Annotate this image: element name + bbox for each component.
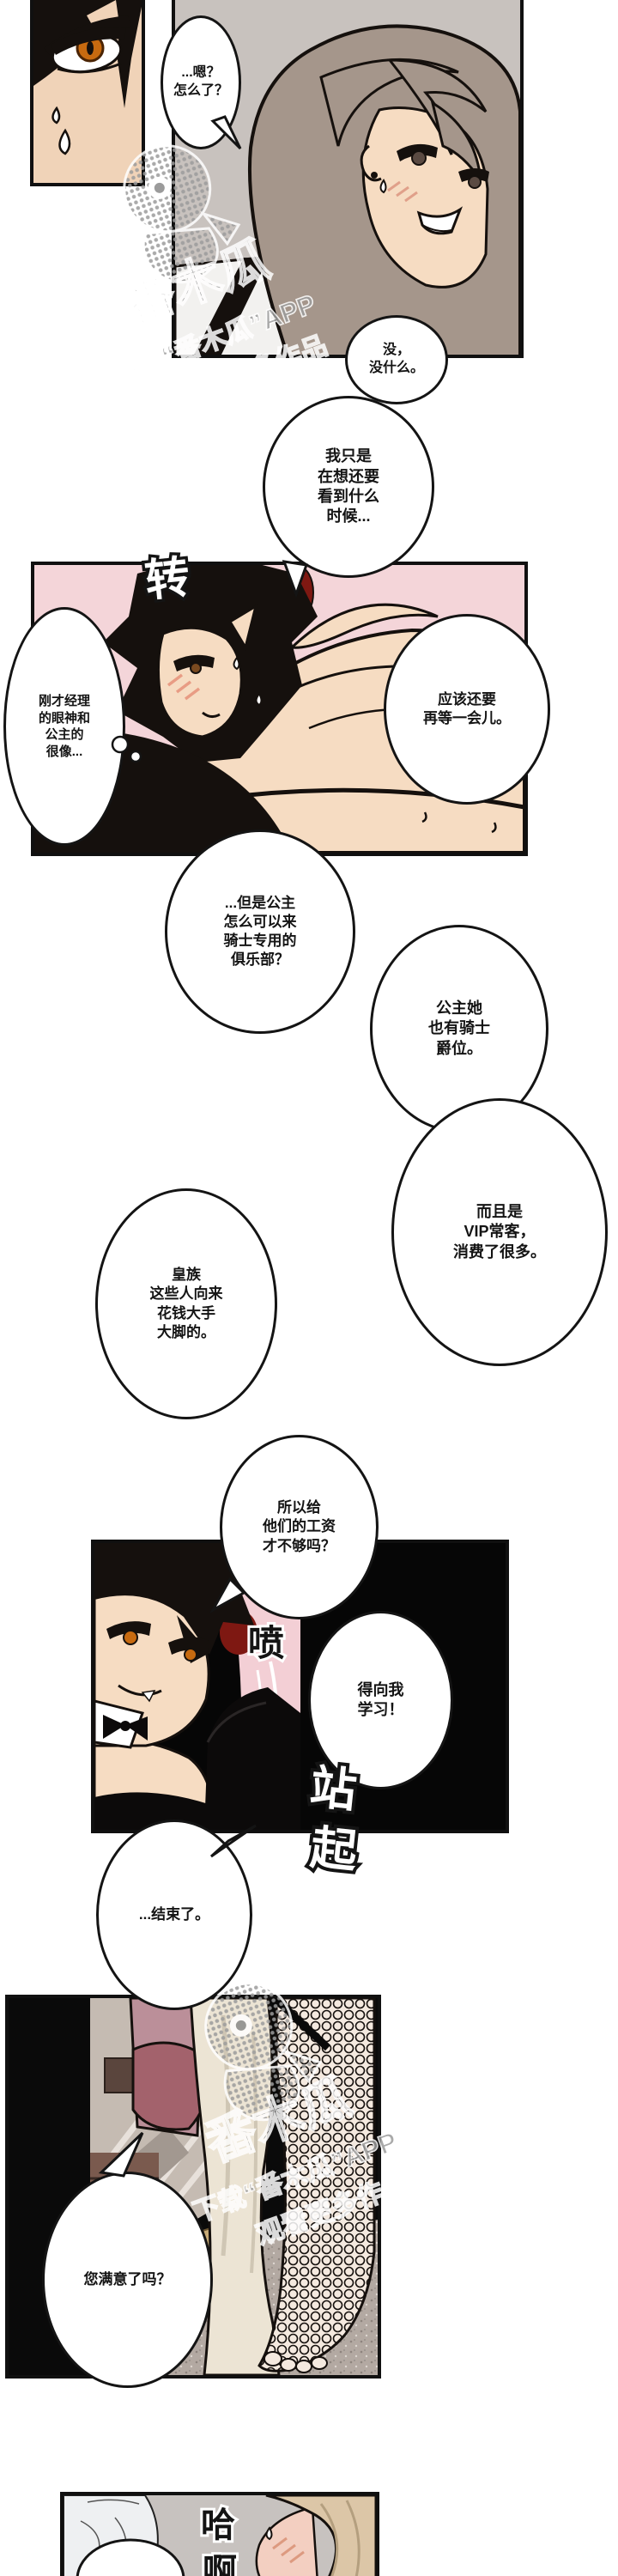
bubble-princess-club: ...但是公主怎么可以来骑士专用的俱乐部？ (165, 829, 355, 1034)
sweat-drop (52, 106, 61, 125)
bubble-wondering: 我只是在想还要看到什么时候... (263, 396, 434, 578)
bow-tie (103, 1715, 148, 1741)
bubble-royals-spend: 皇族这些人向来花钱大手大脚的。 (95, 1188, 277, 1419)
sweat-drop (58, 128, 71, 155)
bed-art (64, 2495, 376, 2576)
bubble-wages: 所以给他们的工资才不够吗？ (220, 1435, 379, 1619)
panel-eye-closeup (30, 0, 145, 186)
eye-iris (123, 1630, 138, 1645)
earring (371, 172, 378, 179)
bubble-its-over: ...结束了。 (96, 1820, 252, 2010)
watermark-bottom: 番木瓜 下载“番木瓜”APP 观看更多作品 (189, 1982, 414, 2251)
papaya-mascot-icon (204, 1982, 323, 2122)
speech-tail (210, 115, 242, 150)
panel-bed-cut (60, 2492, 379, 2576)
papaya-mascot-icon (123, 144, 241, 284)
svg-text:喷: 喷 (248, 1623, 284, 1663)
speech-tail (209, 1577, 246, 1613)
thought-dots (111, 735, 142, 763)
bubble-learn-from-me: 得向我学习！ (308, 1611, 453, 1789)
speech-tail (209, 1824, 257, 1858)
svg-text:起: 起 (308, 1822, 360, 1878)
speech-tail (282, 560, 309, 598)
sfx-gasp: 哈 啊 (198, 2504, 239, 2576)
sfx-turn: 转 (140, 550, 196, 610)
sweat-drop (379, 179, 387, 194)
bubble-satisfied: 您满意了吗？ (42, 2172, 213, 2388)
bubble-thought-eyes: 刚才经理的眼神和公主的很像... (3, 607, 125, 846)
svg-text:啊: 啊 (203, 2553, 237, 2576)
sfx-snort: 喷 (245, 1620, 287, 1666)
watermark-top: 番木瓜 下载“番木瓜”APP 观看更多作品 (107, 144, 332, 414)
svg-text:转: 转 (142, 552, 192, 606)
svg-text:站: 站 (307, 1761, 359, 1817)
bubble-wait-more: 应该还要再等一会儿。 (384, 614, 550, 805)
bubble-knight-title: 公主她也有骑士爵位。 (370, 925, 548, 1133)
svg-text:哈: 哈 (201, 2506, 235, 2544)
bubble-nothing: 没，没什么。 (345, 315, 448, 404)
eye-closeup-art (33, 0, 142, 183)
eye-iris (184, 1648, 197, 1662)
sfx-stand-up: 站 起 (304, 1758, 364, 1881)
speech-tail (98, 2131, 144, 2178)
